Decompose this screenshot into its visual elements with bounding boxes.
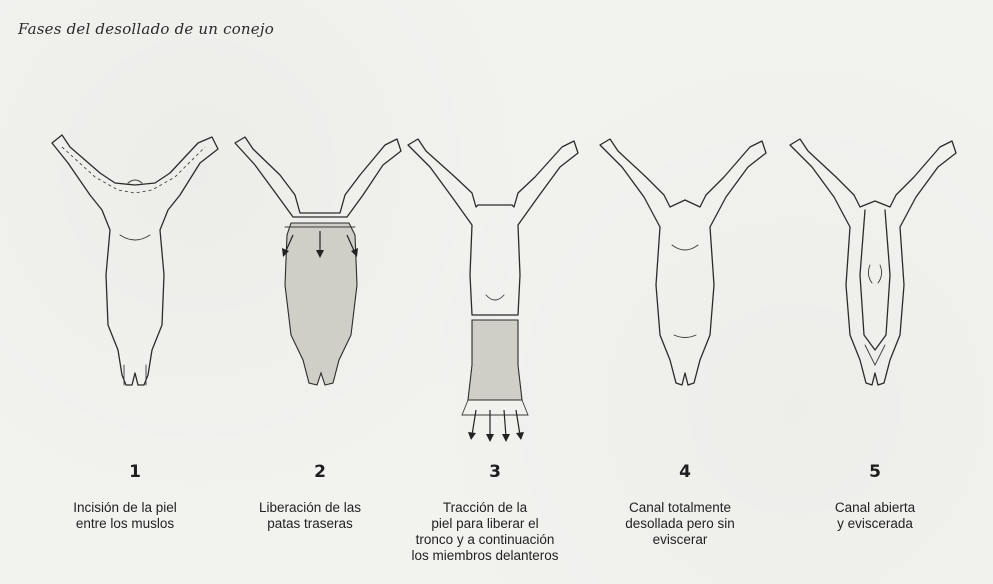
step-number-3: 3 xyxy=(400,462,590,482)
step-description-1: Incisión de la piel entre los muslos xyxy=(30,500,220,532)
step-description-4: Canal totalmente desollada pero sin evis… xyxy=(585,500,775,548)
step-description-5: Canal abierta y eviscerada xyxy=(780,500,970,532)
step-description-2: Liberación de las patas traseras xyxy=(215,500,405,532)
step-number-1: 1 xyxy=(40,462,230,482)
step-number-5: 5 xyxy=(780,462,970,482)
rabbit-figure-1 xyxy=(40,135,230,450)
step-description-3: Tracción de la piel para liberar el tron… xyxy=(390,500,580,564)
step-number-4: 4 xyxy=(590,462,780,482)
rabbit-figure-5 xyxy=(780,135,970,450)
rabbit-figure-3 xyxy=(400,135,590,450)
step-number-2: 2 xyxy=(225,462,415,482)
diagram-title: Fases del desollado de un conejo xyxy=(18,20,274,38)
rabbit-figure-4 xyxy=(590,135,780,450)
rabbit-figure-2 xyxy=(225,135,415,450)
